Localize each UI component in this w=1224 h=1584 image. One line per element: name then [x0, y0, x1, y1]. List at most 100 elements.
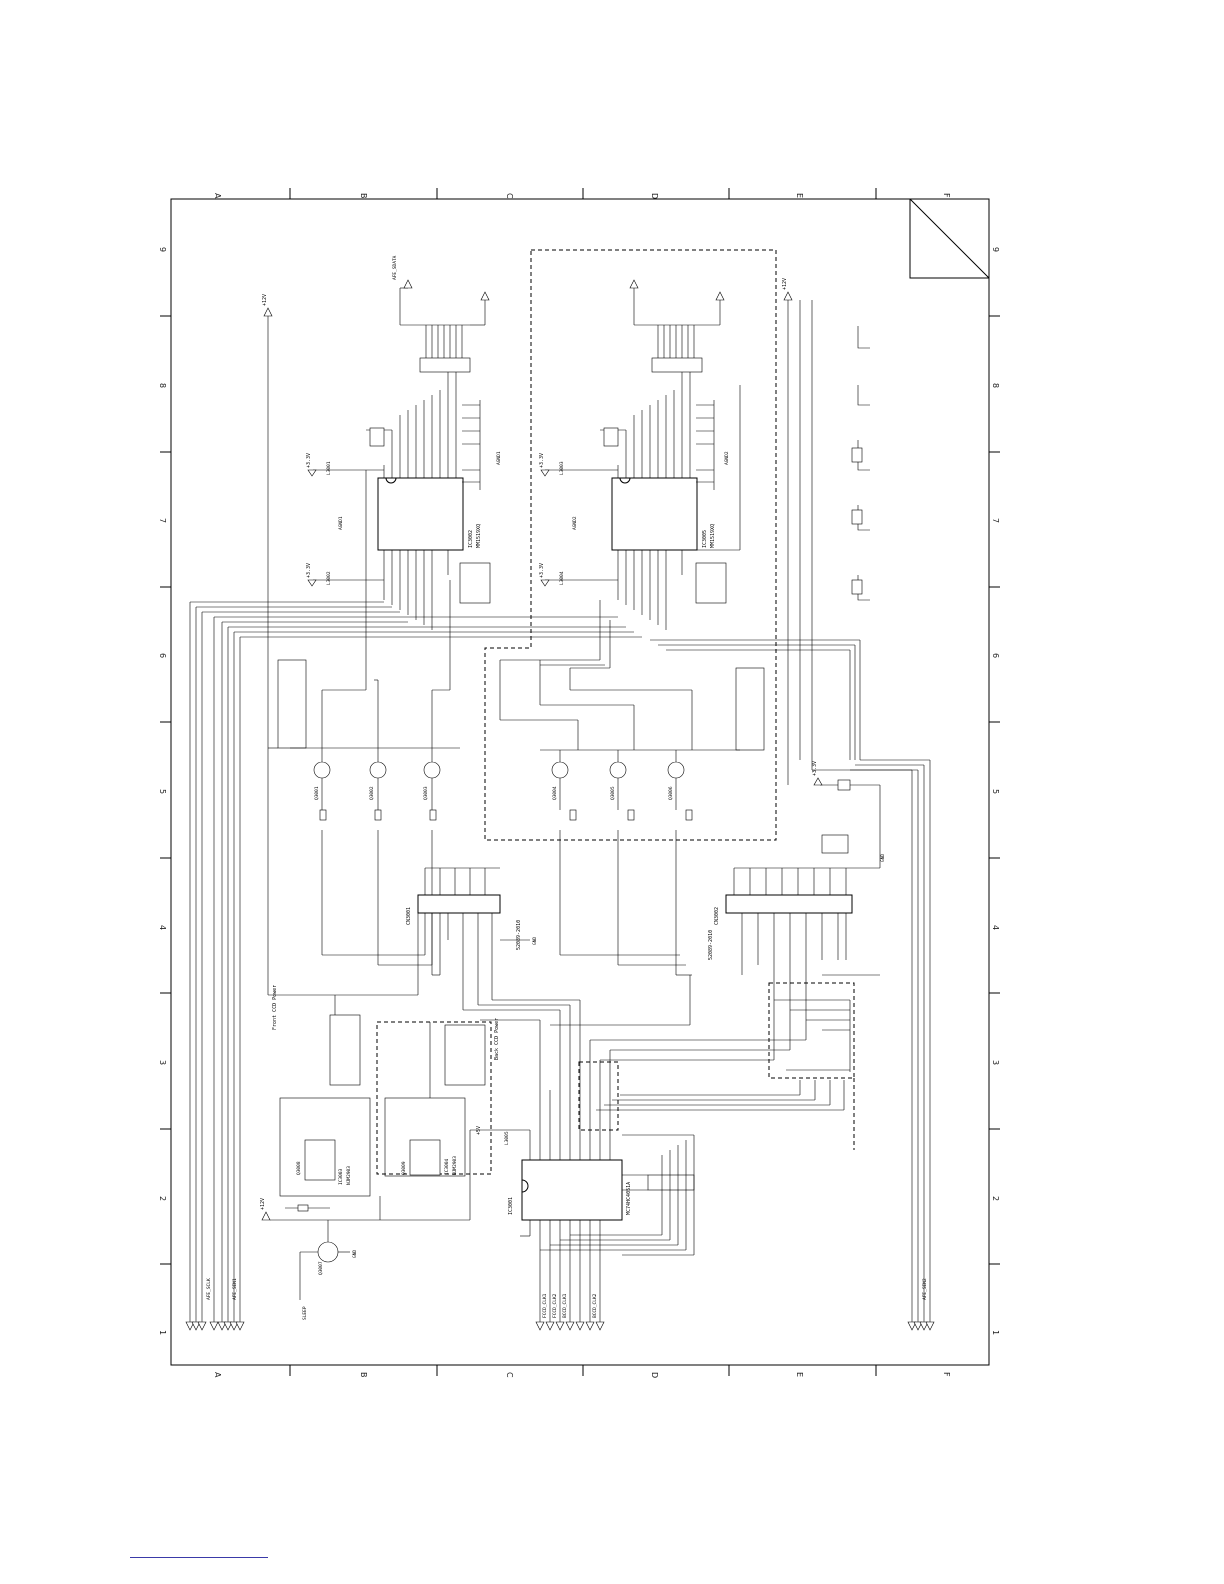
- net-fccd-clk1: FCCD_CLK1: [542, 1293, 548, 1318]
- ref-l3002: L3002: [326, 571, 332, 585]
- row-label-6-right: 6: [991, 653, 1000, 658]
- net-3v3-a: +3.3V: [306, 453, 312, 468]
- ic3002-ref: IC3002: [468, 530, 474, 548]
- row-label-8-left: 8: [158, 383, 167, 388]
- row-label-1-left: 1: [158, 1330, 167, 1335]
- col-label-d-top: D: [650, 193, 659, 199]
- net-3v3-c: +3.3V: [539, 453, 545, 468]
- ref-l3004: L3004: [559, 571, 565, 585]
- row-label-9-right: 9: [991, 247, 1000, 252]
- row-label-4-right: 4: [991, 925, 1000, 930]
- net-sleep: SLEEP: [302, 1306, 308, 1320]
- net-afe-sen2: AFE_SEN2: [922, 1278, 928, 1300]
- row-label-2-left: 2: [158, 1196, 167, 1201]
- ic3005-block: IC3005 MM1519XQ: [545, 288, 741, 630]
- row-label-6-left: 6: [158, 653, 167, 658]
- ref-q3005: Q3005: [610, 786, 616, 800]
- column-labels-top: A B C D E F: [213, 193, 951, 199]
- ref-q3002: Q3002: [369, 786, 375, 800]
- ref-q3009: Q3009: [401, 1161, 407, 1175]
- net-afe-sclk-left: AFE_SCLK: [206, 1278, 212, 1300]
- ic3002-part: MM1519XQ: [476, 524, 482, 548]
- dashed-region-filters: [768, 982, 855, 1079]
- signal-ports: [185, 279, 935, 1331]
- ref-ic3004: IC3004: [444, 1158, 450, 1175]
- net-agnd2-a: AGND2: [572, 516, 578, 530]
- net-afe-sen1: AFE_SEN1: [232, 1278, 238, 1300]
- cn3001-block: CN3001 52089-2010: [406, 867, 530, 995]
- ref-q3006: Q3006: [668, 786, 674, 800]
- col-label-c-bottom: C: [505, 1372, 514, 1378]
- ic3005-part: MM1519XQ: [710, 524, 716, 548]
- note-front-ccd-power: Front CCD Power: [272, 985, 278, 1030]
- col-label-f-bottom: F: [942, 1372, 951, 1377]
- part-ic3003: NJM2903: [346, 1166, 352, 1185]
- cn3001: [417, 894, 501, 914]
- col-label-e-bottom: E: [795, 1372, 804, 1377]
- row-ticks: [160, 315, 1000, 1265]
- filter-network: [596, 779, 881, 1111]
- ic3001-part: MC74HC4051A: [626, 1182, 632, 1215]
- row-labels-right: 1 2 3 4 5 6 7 8 9: [991, 247, 1000, 1335]
- title-block-corner: [909, 198, 990, 279]
- net-3v3-e: +3.3V: [812, 761, 818, 776]
- ref-designators: Q3001 Q3002 Q3003 Q3004 Q3005 Q3006 Q300…: [296, 461, 674, 1275]
- col-label-c-top: C: [505, 193, 514, 199]
- row-label-3-left: 3: [158, 1060, 167, 1065]
- net-fccd-clk2: FCCD_CLK2: [552, 1293, 558, 1318]
- net-12v-bottom: +12V: [260, 1198, 266, 1210]
- ref-q3007: Q3007: [318, 1261, 324, 1275]
- ic3002-block: IC3002 MM1519XQ: [313, 287, 491, 630]
- ic3002: [377, 477, 464, 551]
- net-12v-right: +12V: [782, 278, 788, 290]
- ref-l3003: L3003: [559, 461, 565, 475]
- footer-rule: [130, 1557, 268, 1558]
- row-label-7-left: 7: [158, 518, 167, 523]
- col-label-a-bottom: A: [213, 1372, 222, 1378]
- net-agnd2-b: AGND2: [724, 451, 730, 465]
- row-label-1-right: 1: [991, 1330, 1000, 1335]
- col-label-b-bottom: B: [359, 1372, 368, 1378]
- col-label-a-top: A: [213, 193, 222, 199]
- col-label-f-top: F: [942, 193, 951, 198]
- row-label-5-right: 5: [991, 789, 1000, 794]
- ref-l3005: L3005: [504, 1131, 510, 1145]
- col-label-b-top: B: [359, 193, 368, 199]
- row-label-2-right: 2: [991, 1196, 1000, 1201]
- note-back-ccd-power: Back CCD Power: [494, 1018, 500, 1060]
- net-12v-top: +12V: [262, 294, 268, 306]
- cn3001-ref: CN3001: [406, 907, 412, 925]
- back-ccd-power-block: [384, 1022, 486, 1177]
- ref-q3001: Q3001: [314, 786, 320, 800]
- col-label-e-top: E: [795, 193, 804, 198]
- sheet-frame: [170, 198, 990, 1366]
- left-bus-wires: [189, 316, 642, 1322]
- dashed-region-bus: [578, 1061, 619, 1131]
- net-bccd-clk1: BCCD_CLK1: [562, 1293, 568, 1318]
- net-gnd-b: GND: [880, 854, 886, 862]
- ic3001-block: IC3001 MC74HC4051A: [380, 1070, 695, 1322]
- net-5v: +5V: [476, 1126, 482, 1135]
- transistors-back: [499, 600, 765, 976]
- col-label-d-bottom: D: [650, 1372, 659, 1378]
- row-labels-left: 1 2 3 4 5 6 7 8 9: [158, 247, 167, 1335]
- net-gnd-a: GND: [532, 937, 538, 945]
- row-label-9-left: 9: [158, 247, 167, 252]
- net-3v3-d: +3.3V: [539, 563, 545, 578]
- cn3001-part: 52089-2010: [516, 920, 522, 950]
- ref-q3003: Q3003: [423, 786, 429, 800]
- row-label-7-right: 7: [991, 518, 1000, 523]
- cn3002-ref: CN3002: [714, 907, 720, 925]
- cn3002-block: CN3002 52089-2010: [708, 820, 881, 1060]
- row-label-5-left: 5: [158, 789, 167, 794]
- ic3001-ref: IC3001: [508, 1197, 514, 1215]
- ic3001: [521, 1159, 623, 1221]
- ref-q3008: Q3008: [296, 1161, 302, 1175]
- ccd-clock-bus: [462, 975, 806, 1095]
- front-ccd-power-block: [270, 995, 381, 1300]
- ref-ic3003: IC3003: [338, 1168, 344, 1185]
- net-3v3-b: +3.3V: [306, 563, 312, 578]
- net-agnd1-a: AGND1: [338, 516, 344, 530]
- ic3005-ref: IC3005: [702, 530, 708, 548]
